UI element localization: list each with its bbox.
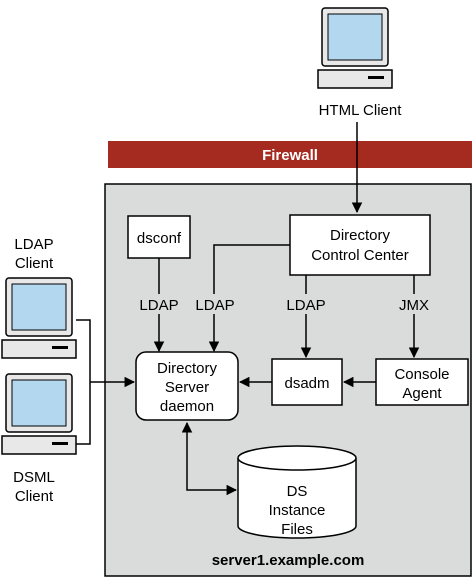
- dsadm-label: dsadm: [284, 375, 329, 392]
- ds-files-label-line3: Files: [281, 521, 313, 538]
- html-client-monitor-icon: [317, 7, 393, 89]
- ldap-client-label-line2: Client: [15, 255, 54, 272]
- dcc-label-line2: Control Center: [311, 247, 409, 264]
- html-client-label: HTML Client: [319, 102, 403, 119]
- ds-files-label-line1: DS: [287, 483, 308, 500]
- dcc-jmx-label: JMX: [399, 297, 429, 314]
- daemon-box: [135, 351, 239, 421]
- firewall-label: Firewall: [262, 147, 318, 164]
- daemon-files-connector: [181, 421, 238, 496]
- dsml-client-connector: [76, 382, 91, 445]
- dcc-label-line1: Directory: [330, 227, 391, 244]
- dcc-box: [289, 214, 431, 276]
- dsconf-label: dsconf: [137, 230, 182, 247]
- dcc-ldap-daemon-label: LDAP: [195, 297, 234, 314]
- dsml-client-monitor-icon: [1, 373, 77, 455]
- dcc-ldap-dsadm-label: LDAP: [286, 297, 325, 314]
- dsml-client-label-line2: Client: [15, 488, 54, 505]
- daemon-label-line2: Server: [165, 379, 209, 396]
- daemon-label-line3: daemon: [160, 398, 214, 415]
- dsconf-ldap-label: LDAP: [139, 297, 178, 314]
- ds-instance-files-cylinder: [237, 445, 357, 539]
- firewall-bar: [108, 141, 472, 168]
- daemon-label-line1: Directory: [157, 360, 218, 377]
- server-label: server1.example.com: [212, 552, 365, 569]
- dcc-to-daemon-arrow: [208, 244, 290, 353]
- ldap-client-label-line1: LDAP: [14, 236, 53, 253]
- console-agent-label-line1: Console: [394, 366, 449, 383]
- ds-files-label-line2: Instance: [269, 502, 326, 519]
- console-agent-label-line2: Agent: [402, 385, 442, 402]
- ldap-client-monitor-icon: [1, 277, 77, 359]
- ldap-client-connector: [76, 319, 91, 382]
- dsml-client-label-line1: DSML: [13, 469, 55, 486]
